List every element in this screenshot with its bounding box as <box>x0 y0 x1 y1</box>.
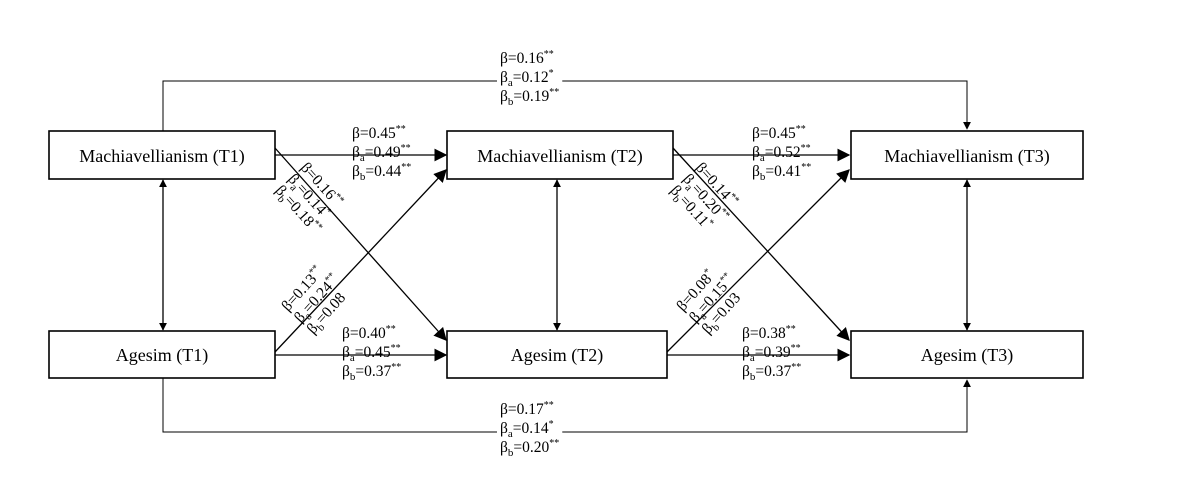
node-age-t3: Agesim (T3) <box>850 330 1084 379</box>
coef-line: βa=0.39** <box>742 343 801 364</box>
node-age-t2: Agesim (T2) <box>446 330 668 379</box>
coef-line: β=0.40** <box>342 324 396 342</box>
coef-label-mach-t1-t3: β=0.16**βa=0.12*βb=0.19** <box>497 48 563 109</box>
node-age-t1: Agesim (T1) <box>48 330 276 379</box>
coef-line: βb=0.44** <box>352 162 411 183</box>
node-mach-t2: Machiavellianism (T2) <box>446 130 674 180</box>
coef-line: βa=0.14* <box>500 419 554 440</box>
coef-label-mach-t1-age-t2: β=0.16**βa=0.14*βb=0.18** <box>272 159 347 232</box>
coef-line: β=0.17** <box>500 400 554 418</box>
path-mach-t2-age-t3 <box>672 147 850 341</box>
coef-label-age-t1-t3: β=0.17**βa=0.14*βb=0.20** <box>497 399 563 460</box>
path-mach-t1-age-t2 <box>274 147 447 341</box>
coef-line: βb=0.19** <box>500 87 559 108</box>
coef-line: βb=0.41** <box>752 162 811 183</box>
coef-line: βa=0.45** <box>342 343 401 364</box>
coef-line: βa=0.12* <box>500 68 554 89</box>
node-mach-t1: Machiavellianism (T1) <box>48 130 276 180</box>
coef-line: βb=0.37** <box>342 362 401 383</box>
coef-line: β=0.45** <box>352 124 406 142</box>
coef-line: βb=0.20** <box>500 438 559 459</box>
node-label: Agesim (T1) <box>116 345 208 366</box>
node-mach-t3: Machiavellianism (T3) <box>850 130 1084 180</box>
coefficient-labels: β=0.16**βa=0.12*βb=0.19**β=0.45**βa=0.49… <box>272 48 811 460</box>
coef-label-mach-t2-t3: β=0.45**βa=0.52**βb=0.41** <box>752 124 811 183</box>
node-label: Machiavellianism (T1) <box>79 146 244 167</box>
node-label: Machiavellianism (T3) <box>884 146 1049 167</box>
path-mach-t1-t3 <box>162 80 971 131</box>
coef-line: β=0.16** <box>500 49 554 67</box>
coef-line: βa=0.49** <box>352 143 411 164</box>
coef-line: β=0.38** <box>742 324 796 342</box>
path-age-t1-t3 <box>162 378 971 433</box>
coef-label-age-t2-mach-t3: β=0.08*βa=0.15**βb=0.03 <box>673 266 744 337</box>
coef-label-age-t1-t2: β=0.40**βa=0.45**βb=0.37** <box>342 324 401 383</box>
coef-line: βb=0.37** <box>742 362 801 383</box>
coef-label-mach-t1-t2: β=0.45**βa=0.49**βb=0.44** <box>352 124 411 183</box>
coef-line: β=0.45** <box>752 124 806 142</box>
path-age-t1-mach-t2 <box>274 169 447 353</box>
node-label: Agesim (T3) <box>921 345 1013 366</box>
node-label: Machiavellianism (T2) <box>477 146 642 167</box>
path-age-t2-mach-t3 <box>666 169 850 353</box>
node-label: Agesim (T2) <box>511 345 603 366</box>
coef-line: βa=0.52** <box>752 143 811 164</box>
coef-label-mach-t2-age-t3: β=0.14**βa=0.20**βb=0.11* <box>667 159 742 229</box>
coef-label-age-t2-t3: β=0.38**βa=0.39**βb=0.37** <box>742 324 801 383</box>
